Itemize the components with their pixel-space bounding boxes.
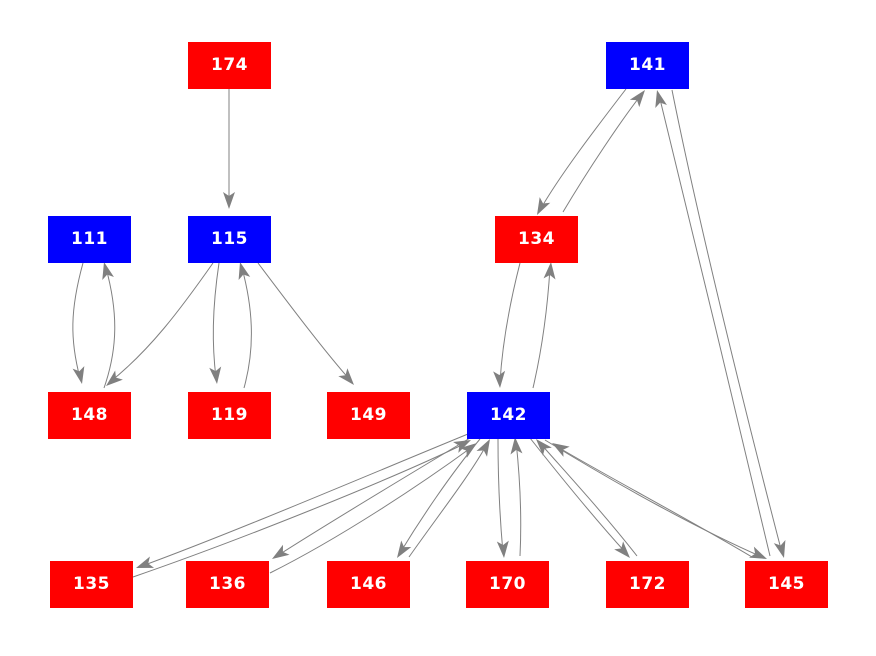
graph-node-label: 141	[629, 55, 666, 75]
graph-edge	[539, 88, 627, 211]
graph-node-label: 170	[489, 574, 526, 594]
graph-edge	[212, 262, 220, 379]
graph-edge	[399, 438, 481, 554]
graph-edge	[132, 442, 467, 578]
graph-edge	[555, 445, 753, 558]
edge-arrowhead	[773, 540, 786, 558]
graph-node-label: 134	[518, 229, 555, 249]
graph-node-115[interactable]: 115	[188, 216, 271, 263]
graph-edge	[544, 439, 763, 558]
graph-edge	[276, 437, 471, 557]
edge-arrowhead	[453, 440, 471, 453]
graph-edge	[141, 433, 469, 567]
graph-edge	[103, 267, 116, 389]
edge-arrowhead	[102, 262, 114, 280]
graph-edge	[562, 94, 642, 213]
edge-arrowhead	[493, 370, 506, 388]
edge-arrowhead	[223, 192, 235, 209]
graph-node-label: 172	[629, 574, 666, 594]
graph-node-172[interactable]: 172	[606, 561, 689, 608]
graph-edge	[529, 437, 627, 554]
edge-arrowhead	[397, 540, 412, 558]
graph-node-145[interactable]: 145	[745, 561, 828, 608]
edge-arrowhead	[476, 439, 490, 457]
graph-node-141[interactable]: 141	[606, 42, 689, 89]
graph-node-111[interactable]: 111	[48, 216, 131, 263]
graph-edge	[539, 442, 638, 557]
edge-arrowhead	[338, 368, 354, 385]
graph-node-146[interactable]: 146	[327, 561, 410, 608]
graph-node-label: 119	[211, 405, 248, 425]
graph-edge	[658, 94, 771, 557]
edge-arrowhead	[749, 546, 767, 559]
graph-node-label: 148	[71, 405, 108, 425]
graph-edge	[671, 89, 783, 554]
graph-edge	[408, 443, 488, 558]
edge-arrowhead	[209, 366, 222, 384]
graph-node-label: 136	[209, 574, 246, 594]
graph-node-label: 145	[768, 574, 805, 594]
graph-edge	[515, 440, 522, 557]
graph-node-label: 135	[73, 574, 110, 594]
graph-edge	[497, 438, 504, 554]
edge-arrowhead	[510, 437, 523, 455]
edge-arrowhead	[136, 556, 155, 568]
graph-node-119[interactable]: 119	[188, 392, 271, 439]
graph-node-174[interactable]: 174	[188, 42, 271, 89]
graph-edge	[532, 267, 551, 389]
edge-arrowhead	[655, 90, 667, 108]
edge-arrowhead	[552, 443, 570, 457]
edge-arrowhead	[629, 90, 645, 108]
edge-arrowhead	[272, 544, 290, 559]
graph-edge	[241, 267, 252, 389]
edge-arrowhead	[459, 443, 477, 458]
graph-node-label: 149	[350, 405, 387, 425]
graph-node-149[interactable]: 149	[327, 392, 410, 439]
edge-arrowhead	[537, 197, 551, 215]
graph-node-label: 146	[350, 574, 387, 594]
graph-node-label: 115	[211, 229, 248, 249]
graph-edge	[269, 446, 473, 574]
graph-node-148[interactable]: 148	[48, 392, 131, 439]
edge-arrowhead	[543, 262, 556, 280]
edge-arrowhead	[106, 370, 123, 386]
edge-arrowhead	[614, 541, 630, 558]
graph-node-134[interactable]: 134	[495, 216, 578, 263]
graph-node-label: 142	[490, 405, 527, 425]
graph-edge	[257, 262, 351, 381]
graph-node-142[interactable]: 142	[467, 392, 550, 439]
graph-edge	[109, 262, 214, 383]
graph-edge	[72, 262, 84, 379]
graph-node-135[interactable]: 135	[50, 561, 133, 608]
edge-arrowhead	[72, 366, 85, 384]
edge-arrowhead	[536, 439, 552, 456]
edge-arrowhead	[238, 262, 251, 280]
graph-node-136[interactable]: 136	[186, 561, 269, 608]
graph-edge	[499, 262, 521, 383]
graph-node-label: 174	[211, 55, 248, 75]
graph-node-label: 111	[71, 229, 108, 249]
edge-arrowhead	[496, 540, 509, 558]
graph-node-170[interactable]: 170	[466, 561, 549, 608]
